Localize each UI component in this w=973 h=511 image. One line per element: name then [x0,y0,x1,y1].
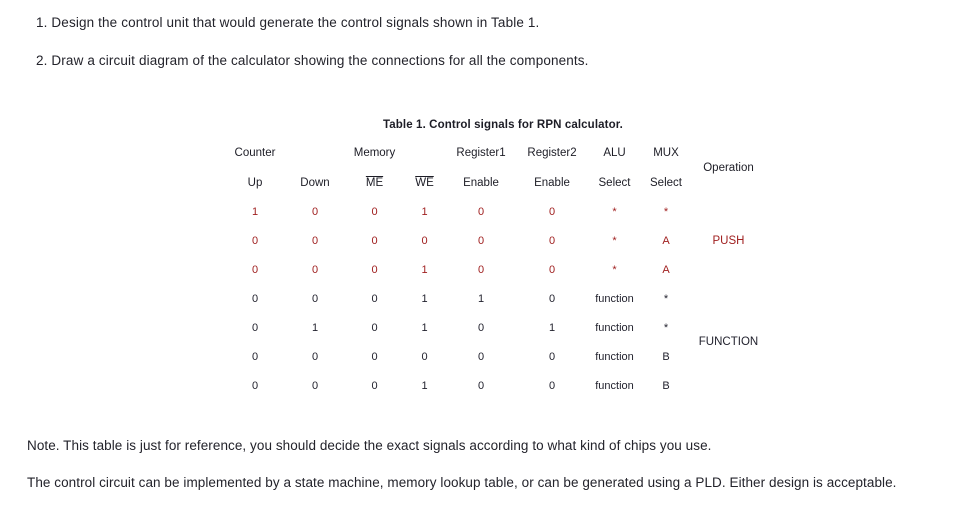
subheader-mux-select: Select [650,176,682,189]
header-mux: MUX [653,147,679,159]
subheader-we-label: WE [415,176,434,189]
header-operation: Operation [703,161,754,174]
cell-register2: 0 [548,205,556,218]
cell-register2: 0 [548,263,556,276]
cell-me: 0 [371,263,378,276]
cell-operation-push: PUSH [712,234,745,247]
cell-register1: 0 [477,350,485,363]
cell-we: 0 [421,350,428,363]
cell-mux: B [662,379,670,392]
table-row: 0 0 0 0 0 0 function B [226,342,766,371]
subheader-me: ME [346,168,403,197]
notes-section: Note. This table is just for reference, … [0,437,973,511]
cell-alu: function [595,292,634,305]
cell-up: 0 [251,234,259,247]
header-counter-blank [284,138,346,168]
cell-register2: 0 [548,379,556,392]
cell-down: 0 [311,350,319,363]
subheader-register2-enable: Enable [534,176,570,189]
subheader-register1-enable: Enable [463,176,499,189]
table-row: 1 0 0 1 0 0 * * PUSH [226,197,766,247]
cell-down: 0 [311,234,319,247]
subheader-down: Down [300,176,330,189]
cell-we: 0 [421,234,428,247]
subheader-up: Up [247,176,263,189]
cell-mux: * [663,205,669,218]
subheader-me-label: ME [365,176,384,189]
cell-register1: 0 [477,321,485,334]
cell-me: 0 [371,321,378,334]
header-memory-blank [403,138,446,168]
cell-down: 0 [311,263,319,276]
cell-down: 1 [311,321,319,334]
header-register1: Register1 [456,147,506,159]
subheader-alu-select: Select [598,176,631,189]
table-row: 0 0 0 1 1 0 function * FUNCTION [226,284,766,349]
cell-we: 1 [421,292,428,305]
control-signals-table: Counter Memory Register1 Register2 ALU M… [226,138,766,400]
cell-we: 1 [421,263,428,276]
intro-section: 1. Design the control unit that would ge… [0,14,973,90]
intro-item-1: 1. Design the control unit that would ge… [36,15,540,30]
cell-me: 0 [371,234,378,247]
cell-alu: * [612,263,617,276]
cell-up: 1 [251,205,259,218]
cell-register2: 0 [548,350,556,363]
table-row: 0 0 0 0 0 0 * A [226,226,766,255]
table-caption: Table 1. Control signals for RPN calcula… [382,119,623,131]
cell-mux: A [662,263,670,276]
cell-register2: 0 [548,292,556,305]
cell-me: 0 [371,379,378,392]
cell-alu: function [595,321,634,334]
cell-up: 0 [251,350,259,363]
cell-register2: 1 [548,321,556,334]
table-row: 0 0 0 1 0 0 * A [226,255,766,284]
cell-up: 0 [251,379,259,392]
cell-alu: function [595,379,634,392]
table-block: Table 1. Control signals for RPN calcula… [226,119,766,400]
table-row: 0 1 0 1 0 1 function * [226,313,766,342]
cell-down: 0 [311,205,319,218]
cell-register2: 0 [548,234,556,247]
cell-operation-function: FUNCTION [698,336,759,348]
header-counter: Counter [234,147,276,159]
cell-register1: 0 [477,263,485,276]
cell-me: 0 [371,292,378,305]
table-row: 0 0 0 1 0 0 function B [226,371,766,400]
header-memory: Memory [353,147,396,159]
cell-mux: A [662,234,670,247]
intro-item-2: 2. Draw a circuit diagram of the calcula… [36,53,589,68]
subheader-we: WE [403,168,446,197]
cell-we: 1 [421,379,428,392]
cell-alu: * [612,205,617,218]
cell-mux: B [662,350,670,363]
cell-register1: 0 [477,205,485,218]
cell-down: 0 [311,292,319,305]
note-item-1: Note. This table is just for reference, … [27,438,712,453]
cell-up: 0 [251,263,259,276]
cell-up: 0 [251,321,259,334]
cell-me: 0 [371,350,378,363]
cell-mux: * [663,321,669,334]
header-alu: ALU [603,147,626,159]
cell-register1: 1 [477,292,485,305]
note-item-2: The control circuit can be implemented b… [27,475,897,490]
cell-down: 0 [311,379,319,392]
cell-we: 1 [421,205,428,218]
header-register2: Register2 [527,147,577,159]
table-group-header-row: Counter Memory Register1 Register2 ALU M… [226,138,766,174]
cell-alu: function [595,350,634,363]
table-sub-header-row: Up Down ME WE Enable Enable Select Selec… [226,168,766,197]
cell-register1: 0 [477,234,485,247]
cell-we: 1 [421,321,428,334]
cell-up: 0 [251,292,259,305]
cell-alu: * [612,234,617,247]
cell-mux: * [663,292,669,305]
cell-me: 0 [371,205,378,218]
cell-register1: 0 [477,379,485,392]
